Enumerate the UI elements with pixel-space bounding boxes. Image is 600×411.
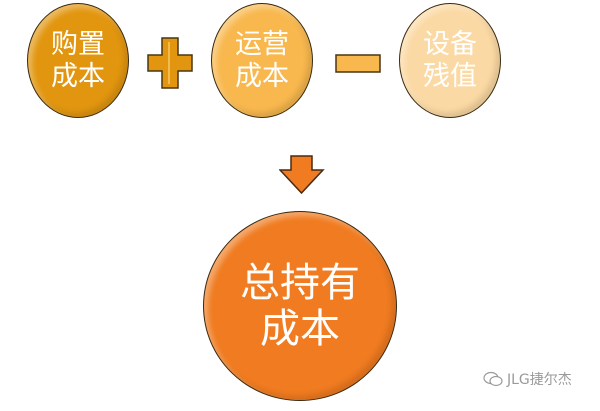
watermark-text: JLG捷尔杰	[507, 372, 572, 388]
term-line2: 成本	[51, 60, 105, 92]
term-line1: 购置	[51, 29, 105, 61]
term-line2: 成本	[235, 60, 289, 92]
term-line2: 残值	[423, 60, 477, 92]
term-line1: 设备	[423, 29, 477, 61]
purchase-cost-circle: 购置 成本	[27, 3, 129, 118]
residual-value-circle: 设备 残值	[399, 3, 501, 118]
total-cost-of-ownership-circle: 总持有 成本	[203, 211, 397, 401]
watermark: JLG捷尔杰	[483, 369, 572, 389]
plus-icon	[147, 37, 193, 89]
result-line2: 成本	[260, 306, 340, 352]
result-line1: 总持有	[240, 260, 360, 306]
minus-icon	[335, 54, 381, 73]
term-line1: 运营	[235, 29, 289, 61]
arrow-down-icon	[279, 155, 325, 195]
operating-cost-circle: 运营 成本	[211, 3, 313, 118]
wechat-icon	[483, 371, 503, 387]
